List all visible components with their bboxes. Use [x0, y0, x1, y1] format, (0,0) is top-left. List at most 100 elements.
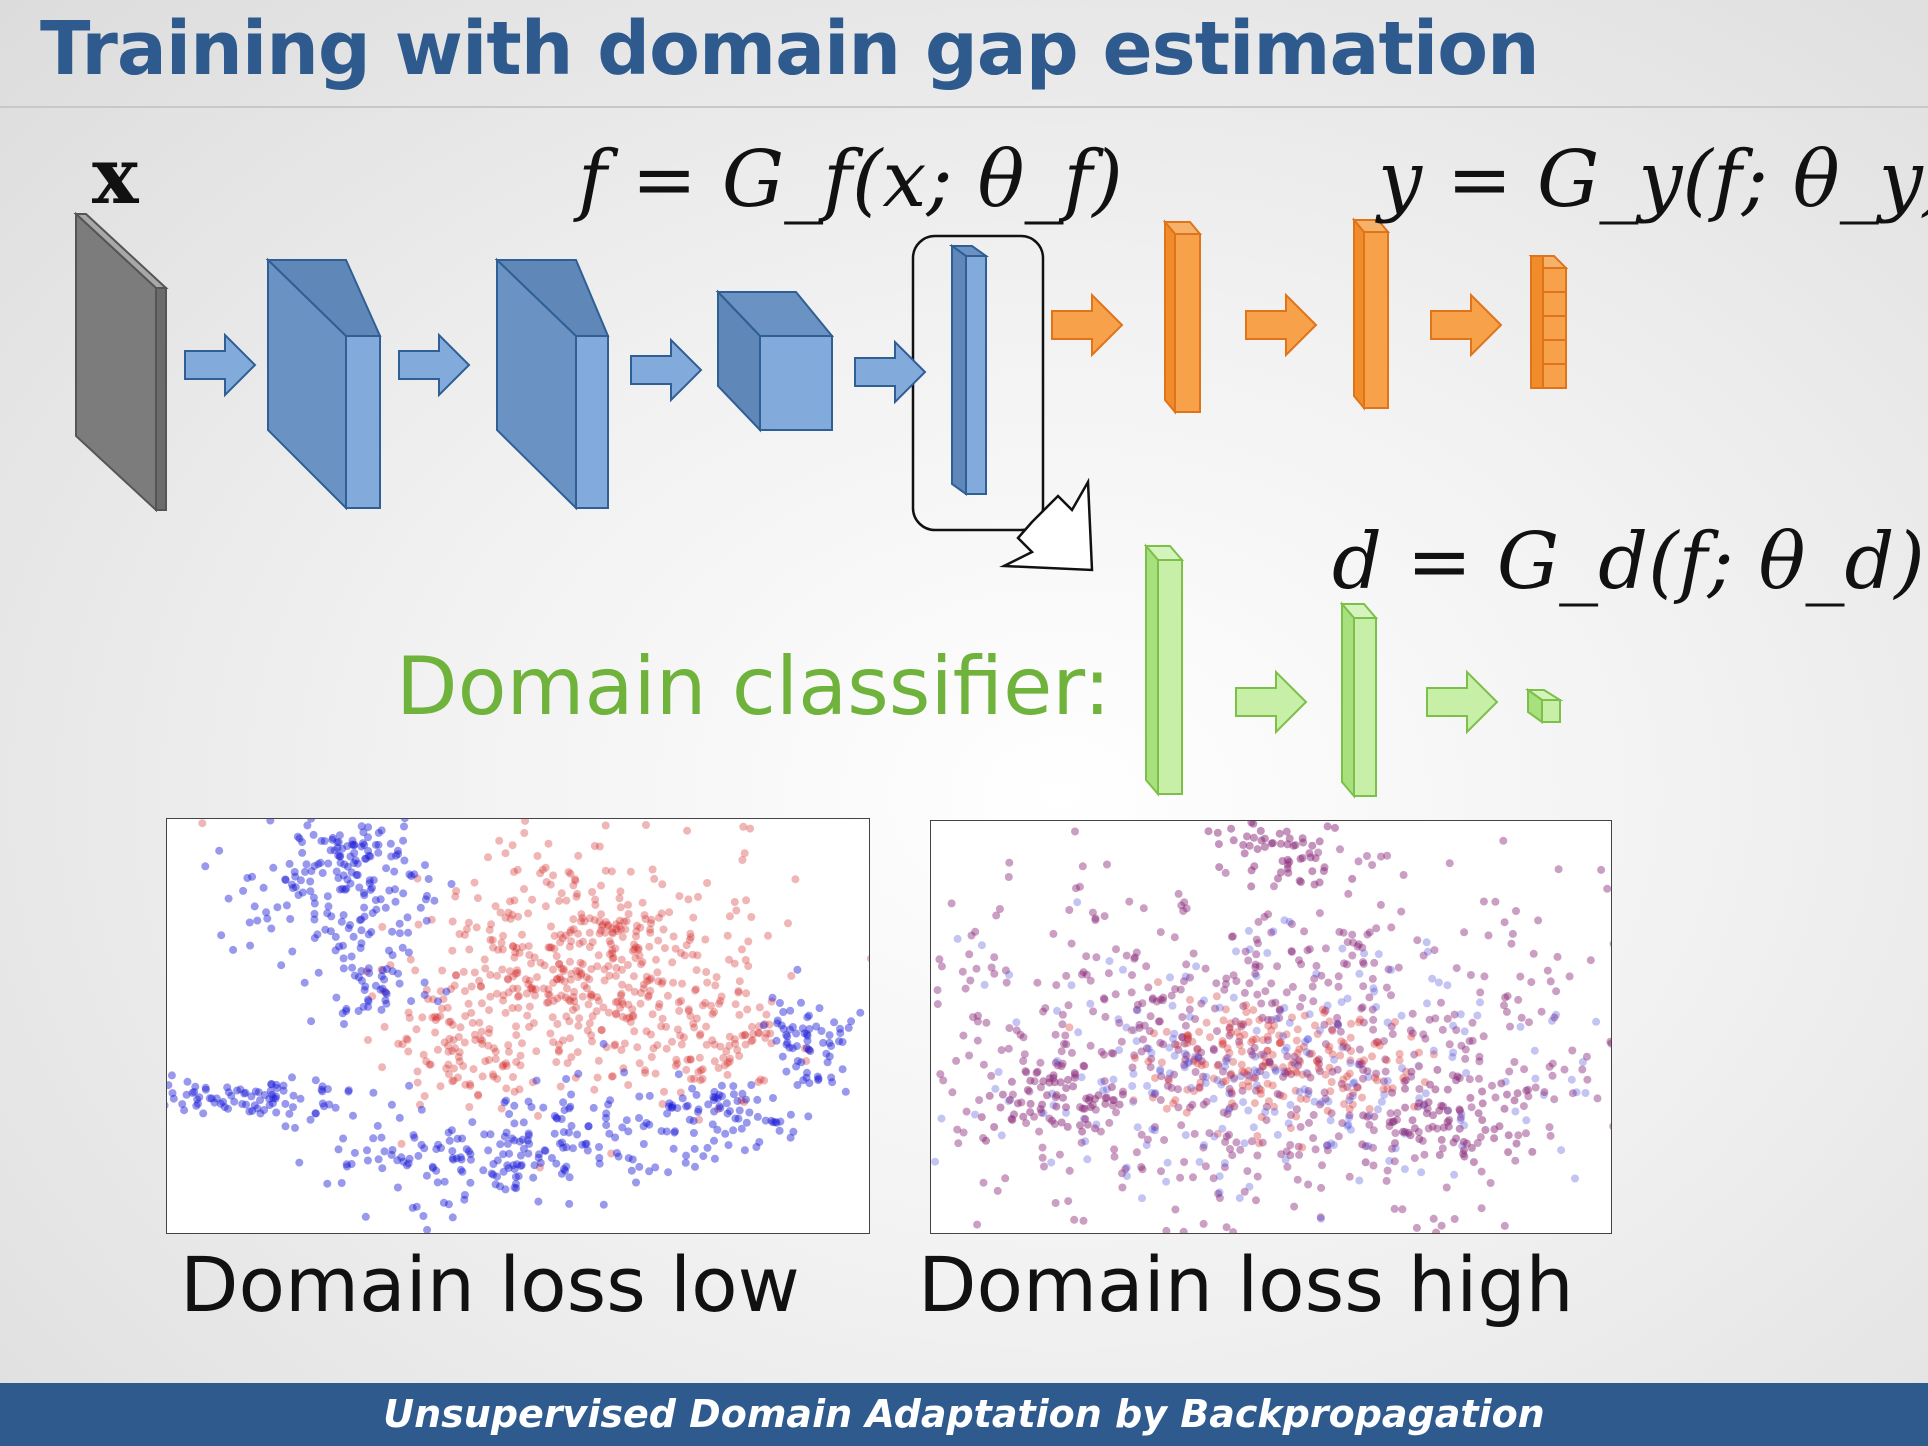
scatter-point	[1225, 1023, 1234, 1032]
scatter-point	[245, 1107, 254, 1116]
scatter-point	[1237, 1047, 1246, 1056]
scatter-point	[1102, 1093, 1111, 1102]
scatter-point	[741, 1040, 750, 1049]
scatter-point	[646, 925, 655, 934]
scatter-point	[1249, 1006, 1258, 1015]
scatter-point	[1318, 1161, 1326, 1170]
scatter-point	[364, 1002, 373, 1011]
scatter-point	[1465, 1075, 1474, 1084]
scatter-point	[1528, 1147, 1537, 1156]
scatter-point	[1387, 923, 1396, 932]
scatter-point	[1171, 1205, 1180, 1214]
scatter-point	[578, 992, 587, 1001]
scatter-point	[353, 859, 362, 868]
scatter-point	[1122, 1023, 1131, 1032]
scatter-point	[993, 1186, 1002, 1195]
scatter-point	[1275, 1039, 1284, 1047]
scatter-point	[1183, 1032, 1192, 1041]
scatter-point	[1219, 1067, 1227, 1076]
scatter-point	[1086, 1041, 1095, 1050]
scatter-point	[584, 1122, 593, 1131]
scatter-point	[825, 1038, 834, 1047]
scatter-point	[1121, 1165, 1130, 1173]
scatter-point	[1406, 1026, 1415, 1035]
scatter-point	[510, 953, 519, 962]
scatter-point	[1429, 1214, 1438, 1223]
scatter-point	[562, 1012, 571, 1021]
scatter-point	[1059, 1093, 1067, 1102]
scatter-point	[1033, 1067, 1042, 1076]
scatter-point	[360, 912, 369, 921]
scatter-point	[613, 997, 622, 1006]
scatter-point	[1368, 861, 1377, 869]
scatter-point	[653, 968, 662, 977]
scatter-point	[472, 923, 481, 932]
scatter-point	[830, 1018, 839, 1027]
scatter-point	[1390, 1157, 1399, 1166]
scatter-point	[1269, 927, 1278, 936]
scatter-point	[565, 942, 574, 951]
scatter-point	[1336, 1051, 1345, 1060]
scatter-point	[688, 1084, 697, 1093]
scatter-point	[1186, 995, 1194, 1004]
scatter-point	[1545, 1062, 1554, 1071]
scatter-point	[1081, 1137, 1090, 1146]
scatter-point	[511, 948, 520, 957]
scatter-point	[1156, 1096, 1165, 1104]
scatter-point	[692, 985, 700, 994]
scatter-point	[601, 918, 610, 926]
scatter-point	[267, 1080, 276, 1088]
scatter-point	[1022, 1068, 1031, 1077]
scatter-point	[792, 1029, 801, 1038]
scatter-point	[712, 973, 721, 982]
scatter-point	[1462, 1069, 1471, 1077]
scatter-point	[1165, 1043, 1174, 1052]
scatter-point	[1101, 1099, 1110, 1108]
scatter-point	[519, 1144, 528, 1153]
scatter-point	[1085, 1093, 1094, 1102]
scatter-point	[735, 1010, 744, 1019]
scatter-point	[1209, 1174, 1218, 1183]
scatter-point	[802, 1030, 811, 1038]
scatter-point	[788, 1023, 797, 1031]
scatter-point	[504, 908, 513, 917]
scatter-point	[1108, 1101, 1117, 1110]
scatter-point	[1022, 1119, 1031, 1128]
scatter-point	[1265, 1058, 1274, 1067]
scatter-point	[1237, 1060, 1246, 1069]
scatter-point	[823, 1058, 832, 1067]
scatter-point	[786, 1006, 795, 1015]
scatter-point	[1150, 1126, 1159, 1135]
scatter-point	[630, 987, 639, 996]
scatter-point	[289, 1103, 297, 1112]
scatter-point	[1380, 1037, 1388, 1046]
scatter-point	[1154, 1017, 1163, 1026]
scatter-point	[1292, 1036, 1301, 1045]
scatter-point	[360, 903, 369, 912]
scatter-point	[1548, 1071, 1557, 1080]
scatter-point	[694, 1105, 703, 1114]
scatter-point	[436, 987, 445, 996]
scatter-point	[1607, 1039, 1611, 1048]
scatter-point	[1232, 947, 1240, 956]
scatter-point	[1012, 1018, 1021, 1027]
scatter-point	[349, 841, 358, 850]
scatter-point	[979, 1178, 988, 1187]
scatter-point	[1348, 1100, 1357, 1109]
scatter-point	[740, 849, 749, 858]
scatter-point	[866, 954, 869, 963]
scatter-point	[672, 1055, 681, 1064]
scatter-point	[660, 944, 669, 953]
scatter-point	[1156, 995, 1165, 1004]
scatter-point	[1221, 980, 1230, 988]
scatter-point	[1408, 1029, 1417, 1038]
scatter-point	[1211, 1004, 1219, 1013]
scatter-point	[524, 1129, 533, 1138]
scatter-point	[491, 1055, 500, 1063]
scatter-point	[998, 1090, 1007, 1099]
scatter-point	[1184, 1035, 1192, 1043]
scatter-point	[1244, 1082, 1253, 1091]
scatter-point	[281, 875, 290, 884]
scatter-point	[1129, 1096, 1138, 1105]
arrow-right-icon	[630, 339, 702, 401]
